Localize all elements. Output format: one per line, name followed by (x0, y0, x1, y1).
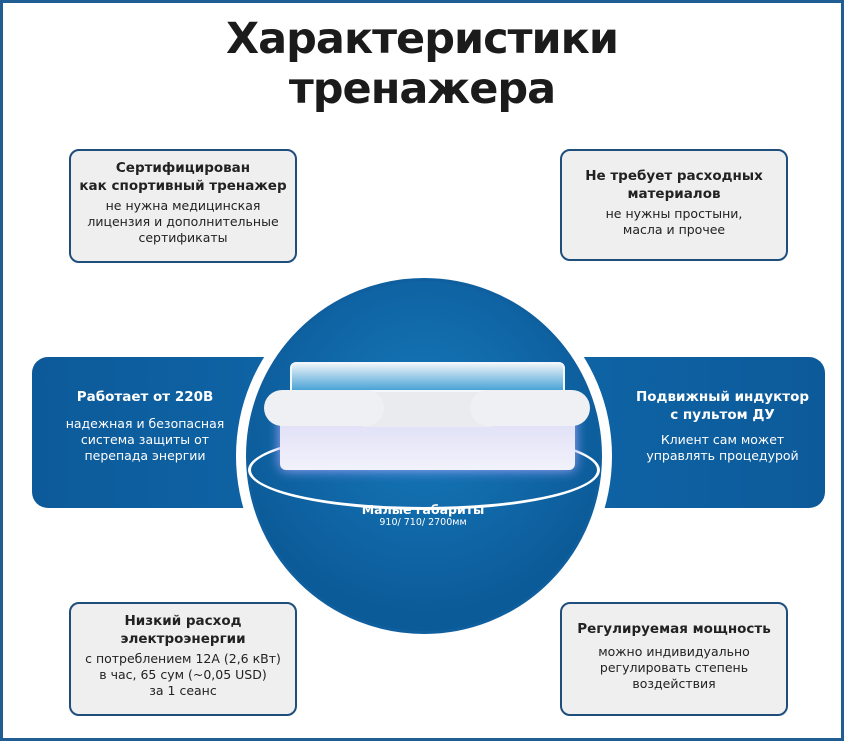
feature-size: Малые габариты 910/ 710/ 2700мм (361, 502, 485, 528)
device-image (262, 362, 592, 472)
feature-adjustable: Регулируемая мощность можно индивидуальн… (560, 602, 788, 716)
